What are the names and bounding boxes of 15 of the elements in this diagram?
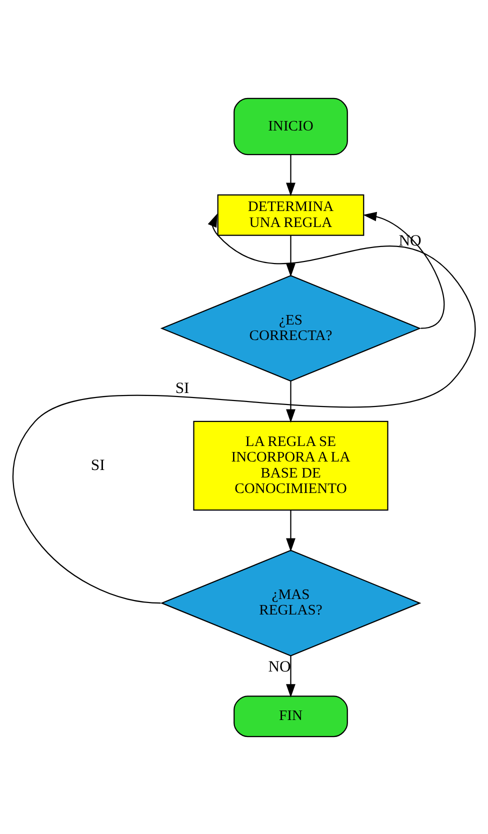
- edge-label: SI: [175, 379, 190, 396]
- arrow: [286, 154, 296, 196]
- node-box: INICIO: [234, 97, 348, 155]
- arrow: [286, 235, 296, 276]
- node-box: FIN: [234, 695, 348, 737]
- arrow: [286, 510, 296, 552]
- node-diamond: ¿ES CORRECTA?: [160, 274, 422, 382]
- arrow: [363, 211, 445, 328]
- label: SI: [90, 456, 105, 474]
- node-box: DETERMINA UNA REGLA: [217, 194, 364, 236]
- arrow: [286, 655, 296, 698]
- node-box: LA REGLA SE INCORPORA A LA BASE DE CONOCIMIENTO: [193, 420, 388, 510]
- node-diamond: ¿MAS REGLAS?: [160, 549, 422, 656]
- arrow: [13, 213, 476, 604]
- arrow: [286, 380, 296, 422]
